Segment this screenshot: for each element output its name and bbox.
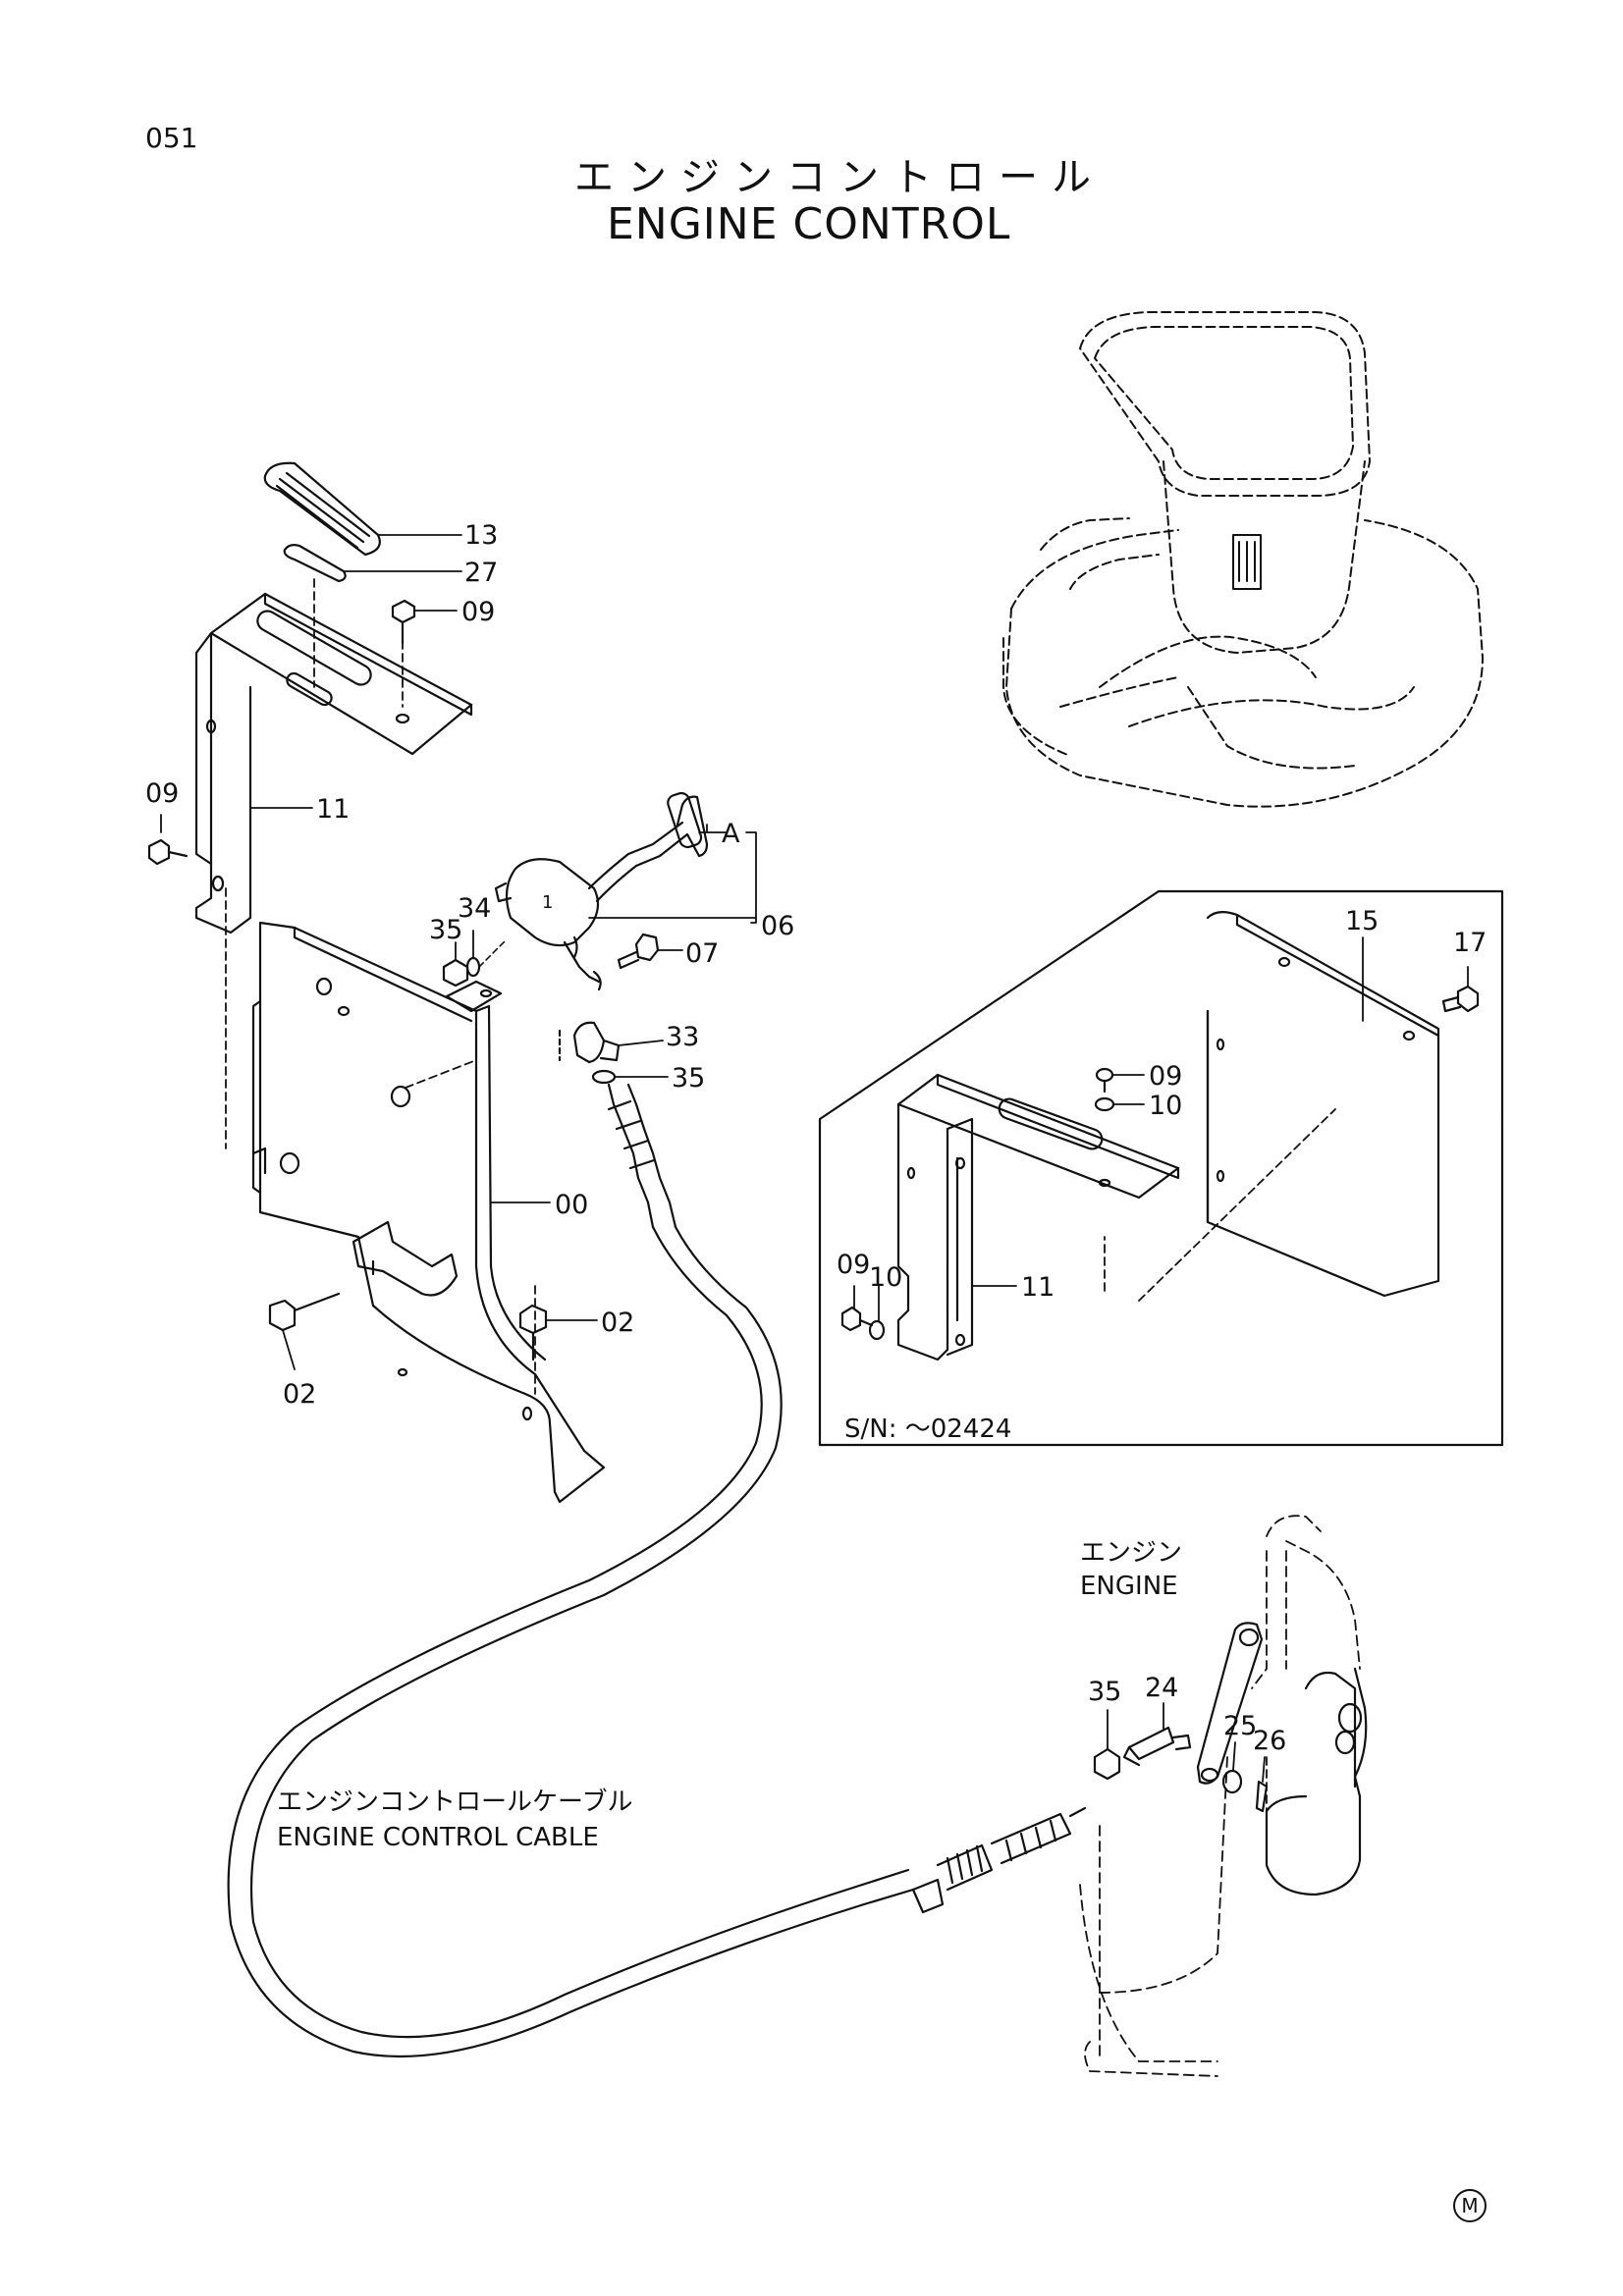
control-cable [227,1083,1087,2058]
engine-body [1265,1667,1368,1896]
leader-lines [160,534,1469,1783]
cable-note-jp: エンジンコントロールケーブル [277,1788,633,1817]
callout-24: 24 [1145,1673,1179,1703]
bolt-09-top [391,599,416,645]
callout-02-left: 02 [283,1379,317,1410]
callout-09-inset-left: 09 [837,1250,871,1280]
engine-note-en: ENGINE [1080,1572,1178,1601]
washer-35-mid [591,1069,617,1085]
callout-06: 06 [761,911,795,941]
seat-switch-block [1232,534,1262,590]
engine-lever-25 [1196,1622,1264,1785]
fitting-33 [558,1021,621,1064]
callout-13: 13 [464,520,499,551]
bolt-09-left [147,838,189,866]
callout-09-inset: 09 [1149,1061,1183,1092]
callout-11-inset: 11 [1021,1272,1055,1303]
grip-pad-13 [263,461,381,557]
callout-10-inset: 10 [1149,1091,1183,1121]
inset-bolt-17 [1441,985,1480,1013]
link-24 [1122,1726,1192,1767]
inset-plate-15 [1206,911,1440,1298]
callout-09-top: 09 [461,597,496,627]
inset-washer-10-left [868,1319,886,1341]
callout-A: A [722,819,740,849]
washer-25 [1221,1769,1243,1794]
bolt-02-left [268,1292,341,1332]
serial-number-note: S/N: ～02424 [844,1415,1012,1444]
callout-35-lower: 35 [1088,1677,1122,1707]
callout-34: 34 [458,893,492,924]
title-english: ENGINE CONTROL [607,199,1011,249]
inset-washer-10 [1094,1096,1115,1112]
engine-sketch [1079,1515,1361,2077]
callout-07: 07 [685,938,720,969]
lever-06: 1 [494,791,709,991]
plate-27 [283,544,347,583]
bolt-07 [617,933,660,970]
callout-33: 33 [666,1022,700,1052]
seat-console-sketch [1002,311,1484,808]
inset-frame [818,889,1504,1447]
svg-text:1: 1 [542,892,553,913]
cable-note-en: ENGINE CONTROL CABLE [277,1823,599,1852]
callout-00: 00 [555,1190,589,1220]
title-japanese: エンジンコントロール [574,155,1105,200]
callout-10-inset-left: 10 [869,1262,903,1293]
callout-26: 26 [1253,1726,1287,1756]
callout-27: 27 [464,558,499,588]
inset-bolt-09-left [840,1306,874,1332]
callout-35-upper: 35 [429,915,463,945]
callout-15: 15 [1345,906,1380,936]
washer-34 [465,956,481,978]
callout-11-main: 11 [316,794,351,825]
page-number: 051 [145,122,198,154]
callout-02-right: 02 [601,1308,635,1338]
callout-35-mid: 35 [672,1063,706,1094]
bolt-02-right [518,1304,548,1362]
callout-09-left: 09 [145,778,180,809]
circled-m-mark: M [1453,2189,1487,2222]
nut-35-upper [442,958,469,988]
inset-bracket-11 [896,1073,1180,1362]
nut-35-lower [1093,1747,1121,1781]
bracket-00 [251,921,606,1504]
bracket-11-main [194,592,473,934]
engine-note-jp: エンジン [1080,1538,1183,1568]
pin-26 [1255,1780,1269,1813]
inset-bolt-09 [1095,1067,1114,1094]
callout-25: 25 [1223,1711,1258,1741]
callout-17: 17 [1453,928,1488,958]
